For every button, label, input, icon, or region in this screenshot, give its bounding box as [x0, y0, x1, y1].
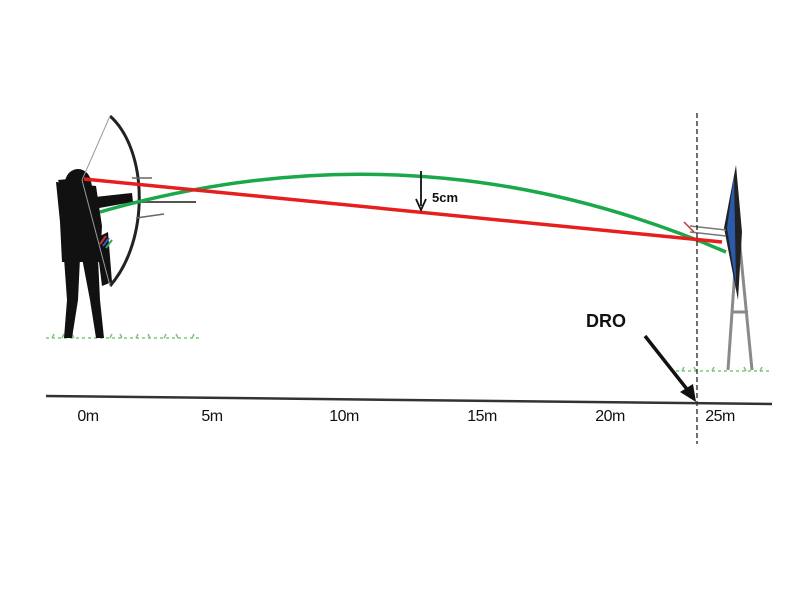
- offset-arrow-icon: [415, 171, 427, 213]
- distance-label-0m: 0m: [77, 408, 98, 425]
- distance-label-5m: 5m: [201, 408, 222, 425]
- distance-label-25m: 25m: [705, 408, 735, 425]
- offset-label: 5cm: [432, 190, 458, 205]
- target-grass-icon: [676, 366, 772, 372]
- distance-label-15m: 15m: [467, 408, 497, 425]
- distance-label-20m: 20m: [595, 408, 625, 425]
- target-arrows-icon: [683, 221, 727, 237]
- dro-label: DRO: [586, 311, 626, 331]
- line-of-sight: [83, 177, 723, 244]
- archer-icon: [56, 169, 133, 338]
- ground-line: [45, 394, 773, 406]
- target-icon: [724, 165, 742, 300]
- dro-pointer-icon: [643, 334, 696, 402]
- quiver-arrows-icon: [99, 235, 113, 249]
- distance-label-10m: 10m: [329, 408, 359, 425]
